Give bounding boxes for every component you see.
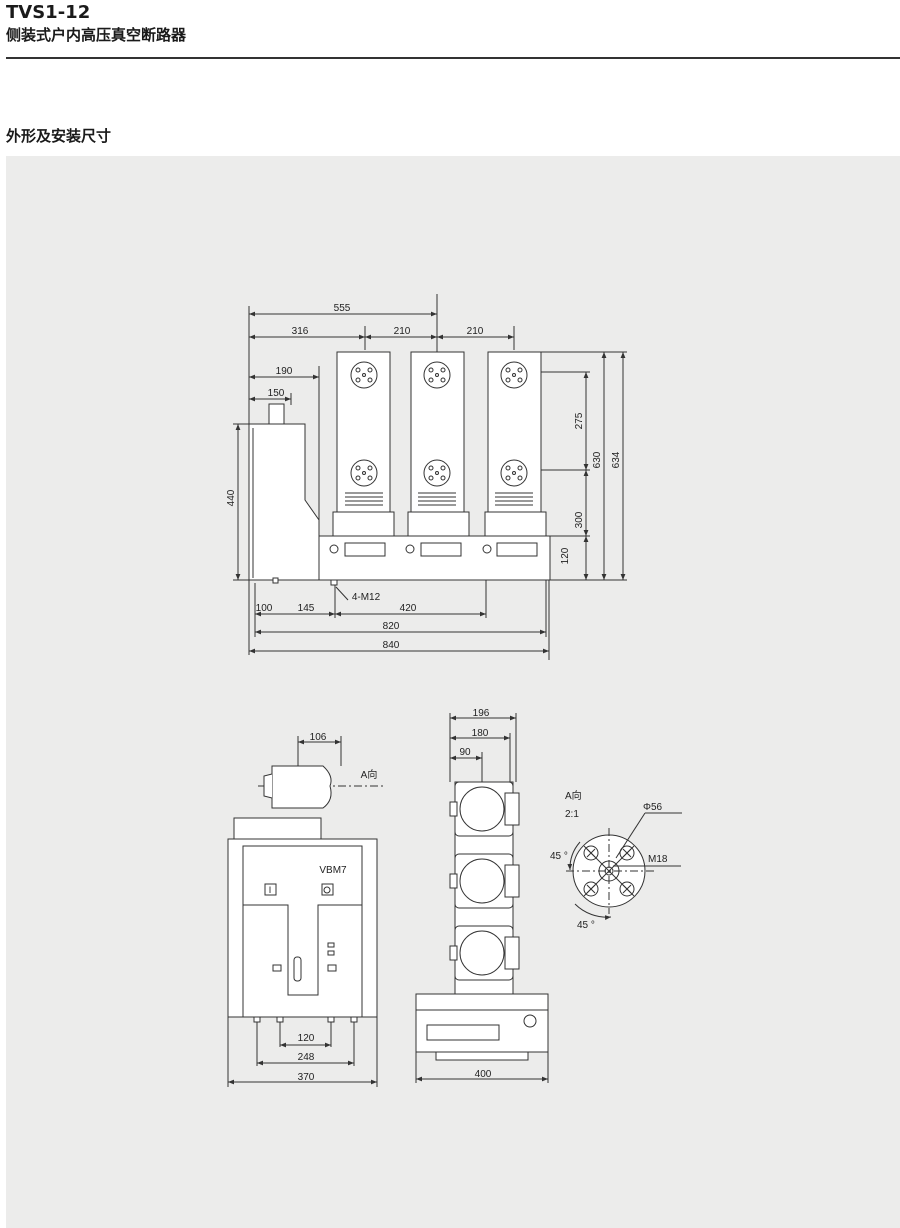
diameter-label: Φ56 (643, 802, 663, 813)
dim-400: 400 (475, 1069, 492, 1080)
front-view (233, 294, 627, 660)
dim-275: 275 (574, 412, 585, 429)
dim-90: 90 (459, 747, 471, 758)
dim-150: 150 (268, 388, 285, 399)
dim-420: 420 (400, 603, 417, 614)
dim-120-front: 120 (560, 547, 571, 564)
section-title: 外形及安装尺寸 (6, 127, 112, 145)
dim-440: 440 (226, 489, 237, 506)
dim-300: 300 (574, 511, 585, 528)
detail-a-view (566, 812, 682, 920)
dim-145: 145 (298, 603, 315, 614)
dim-248: 248 (298, 1052, 315, 1063)
side-view (227, 736, 385, 1087)
bolt-label: 4-M12 (352, 592, 381, 603)
dim-370: 370 (298, 1072, 315, 1083)
dim-210-b: 210 (467, 326, 484, 337)
dim-555: 555 (334, 303, 351, 314)
top-view (415, 713, 549, 1083)
angle-label-b: 45 ° (577, 920, 595, 931)
dim-634: 634 (611, 451, 622, 468)
dim-120-side: 120 (298, 1033, 315, 1044)
model-number: TVS1-12 (6, 2, 91, 23)
header-divider (6, 57, 900, 59)
dim-316: 316 (292, 326, 309, 337)
dim-630: 630 (592, 451, 603, 468)
on-symbol: I (269, 885, 272, 895)
dim-106: 106 (310, 732, 327, 743)
product-name: 侧装式户内高压真空断路器 (6, 26, 187, 44)
dim-180: 180 (472, 728, 489, 739)
view-a-label: A向 (361, 768, 378, 781)
dim-210-a: 210 (394, 326, 411, 337)
dim-840: 840 (383, 640, 400, 651)
detail-a-scale: 2:1 (565, 809, 579, 820)
angle-label-a: 45 ° (550, 851, 568, 862)
dim-190: 190 (276, 366, 293, 377)
dim-196: 196 (473, 708, 490, 719)
thread-label: M18 (648, 854, 668, 865)
dim-820: 820 (383, 621, 400, 632)
dim-100: 100 (256, 603, 273, 614)
detail-a-title: A向 (565, 789, 582, 802)
nameplate-text: VBM7 (319, 865, 347, 876)
